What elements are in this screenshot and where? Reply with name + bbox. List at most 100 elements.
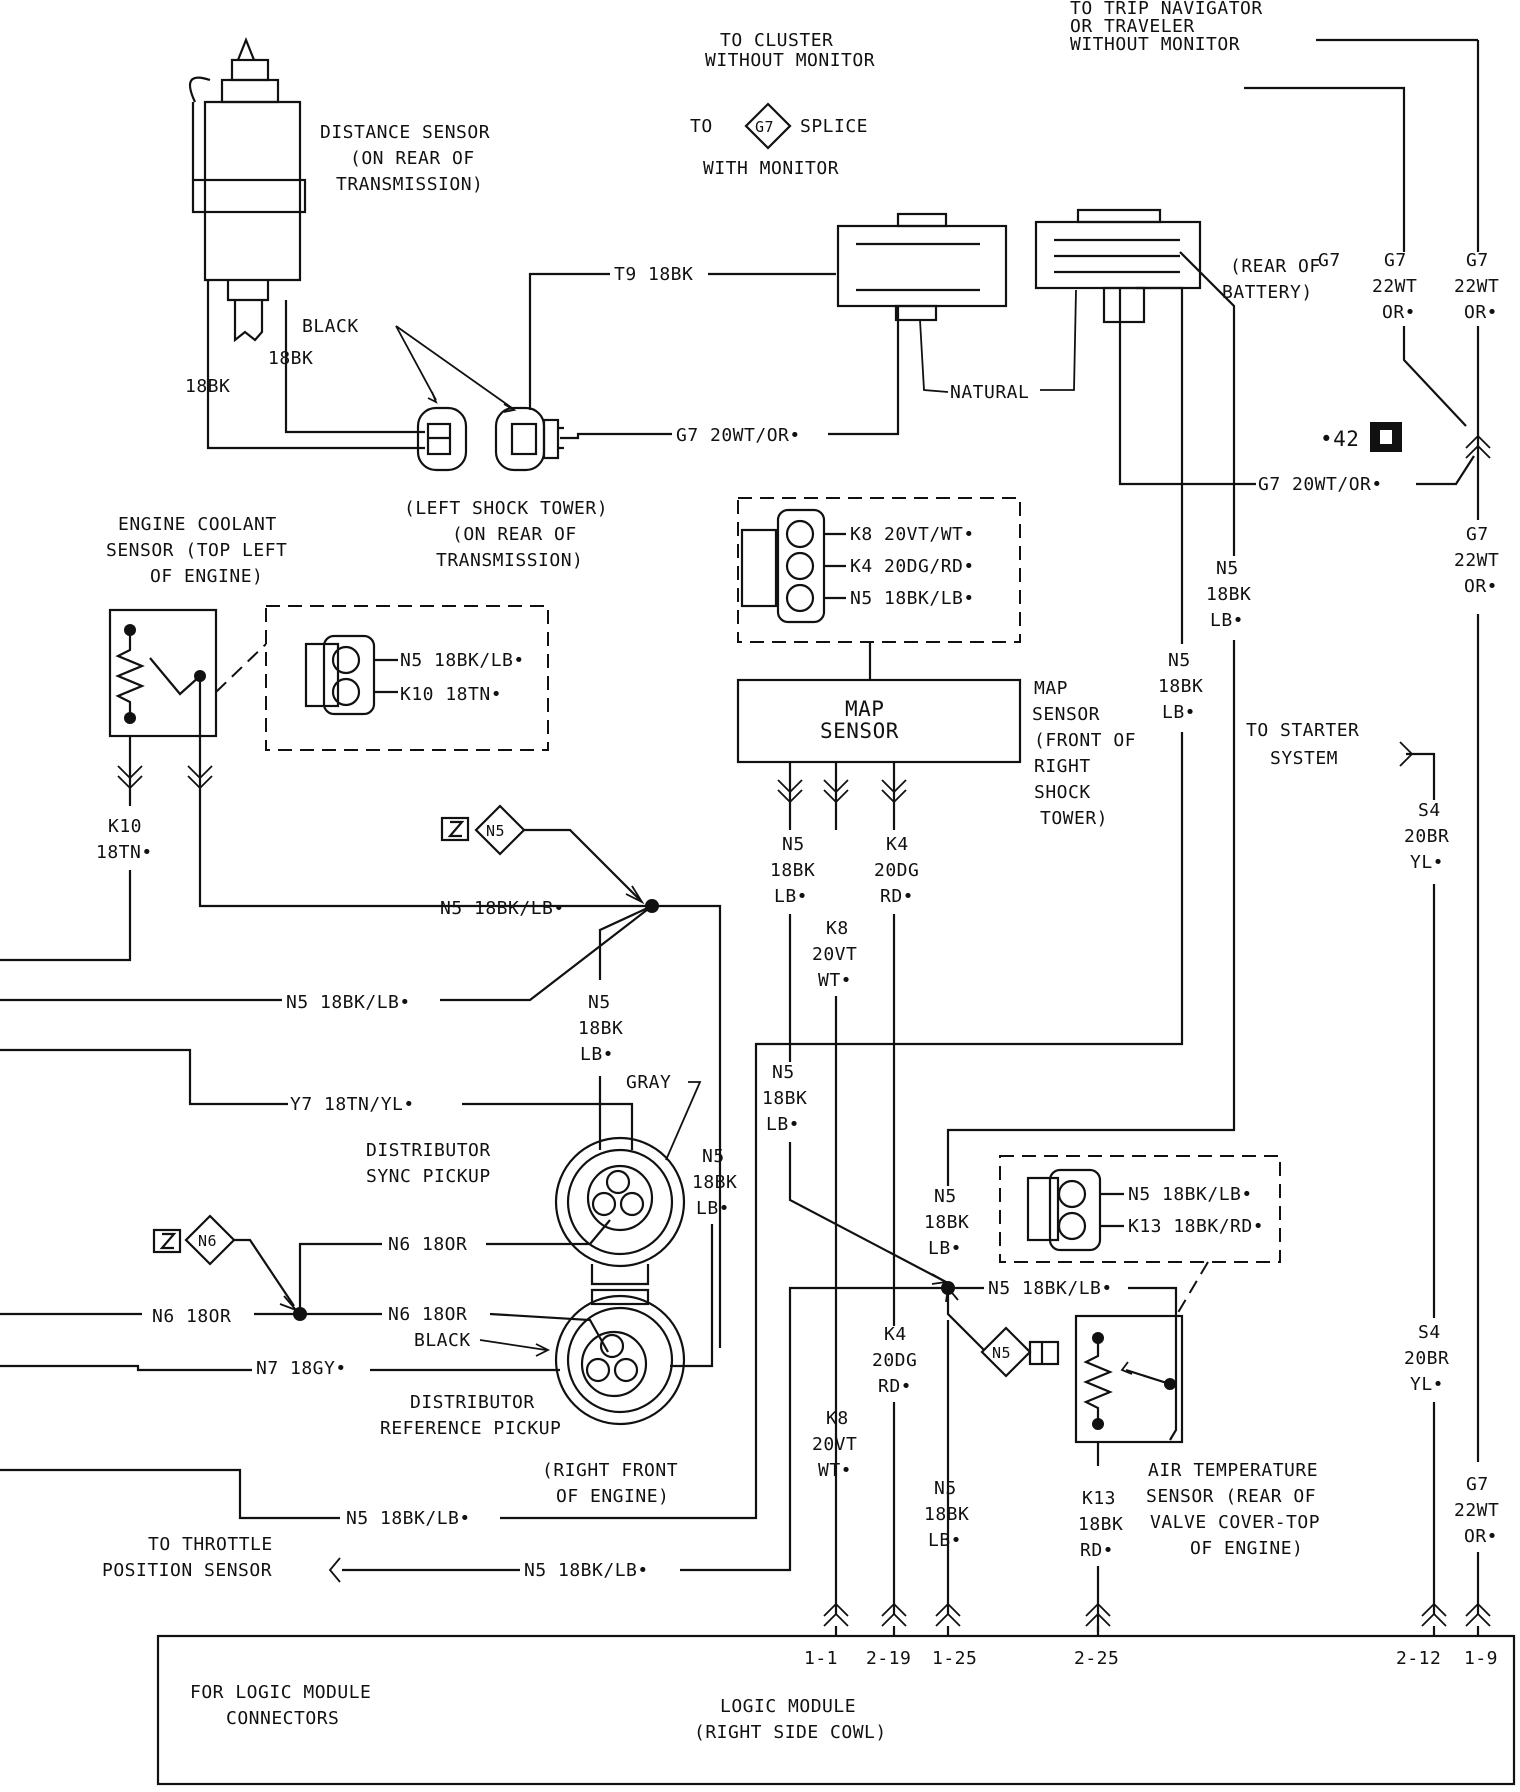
map-sensor-box [736, 678, 1022, 764]
engine-coolant-label: ENGINE COOLANT SENSOR (TOP LEFT OF ENGIN… [106, 514, 287, 587]
svg-text:18BK: 18BK [924, 1504, 969, 1525]
s4-label-b: S4 20BR YL• [1404, 1322, 1449, 1395]
svg-text:RD•: RD• [1080, 1540, 1114, 1561]
svg-text:RIGHT: RIGHT [1034, 756, 1091, 777]
coolant-sensor-box [108, 608, 218, 738]
label-n5-junction-h: N5 18BK/LB• [988, 1278, 1113, 1299]
svg-text:WT•: WT• [818, 970, 852, 991]
distributor-ref-pickup [554, 1288, 686, 1426]
svg-text:(ON REAR OF: (ON REAR OF [350, 148, 475, 169]
air-temp-sensor-box [1074, 1314, 1184, 1444]
svg-text:18BK: 18BK [1158, 676, 1203, 697]
svg-text:OF ENGINE): OF ENGINE) [556, 1486, 669, 1507]
label-n6-c: N6 18OR [388, 1304, 467, 1325]
svg-text:N5: N5 [934, 1186, 957, 1207]
n5-vert-map-label: N5 18BK LB• [770, 834, 815, 907]
label-n6-a: N6 18OR [388, 1234, 467, 1255]
svg-text:LB•: LB• [928, 1238, 962, 1259]
svg-text:DISTRIBUTOR: DISTRIBUTOR [410, 1392, 535, 1413]
svg-text:K13: K13 [1082, 1488, 1116, 1509]
n6-diamond [184, 1214, 236, 1266]
label-natural: NATURAL [950, 382, 1029, 403]
svg-text:18BK: 18BK [692, 1172, 737, 1193]
pin-1-1: 1-1 [804, 1648, 838, 1669]
air-pin-n5: N5 18BK/LB• [1128, 1184, 1253, 1205]
k10-label: K10 18TN• [96, 816, 152, 863]
n5-vert-dist-label: N5 18BK LB• [578, 992, 623, 1065]
svg-text:WT•: WT• [818, 1460, 852, 1481]
svg-text:LB•: LB• [766, 1114, 800, 1135]
svg-text:G7: G7 [1318, 250, 1341, 271]
map-connector [740, 508, 826, 624]
to-trip-navigator-label: TO TRIP NAVIGATOR OR TRAVELER WITHOUT MO… [1070, 0, 1263, 55]
natural-connector-8pin [1034, 208, 1202, 324]
svg-text:G7: G7 [1466, 250, 1489, 271]
svg-text:(LEFT SHOCK TOWER): (LEFT SHOCK TOWER) [404, 498, 608, 519]
k4-lower-label: K4 20DG RD• [872, 1324, 917, 1397]
coolant-connector-box [265, 605, 549, 751]
svg-text:TO TRIP NAVIGATOR: TO TRIP NAVIGATOR [1070, 0, 1263, 19]
coolant-pin-k10: K10 18TN• [400, 684, 502, 705]
label-black: BLACK [302, 316, 359, 337]
svg-text:OF ENGINE): OF ENGINE) [150, 566, 263, 587]
shock-tower-connector-right [494, 406, 564, 472]
shock-tower-connector-left [416, 406, 468, 472]
g7-22wt-column-a: G7 22WT OR• [1372, 250, 1417, 323]
pin-2-12: 2-12 [1396, 1648, 1441, 1669]
svg-text:18BK: 18BK [770, 860, 815, 881]
svg-text:N5: N5 [486, 822, 505, 840]
svg-text:OR•: OR• [1382, 302, 1416, 323]
k13-label: K13 18BK RD• [1078, 1488, 1123, 1561]
svg-text:K4: K4 [884, 1324, 907, 1345]
svg-text:TO THROTTLE: TO THROTTLE [148, 1534, 273, 1555]
wire-t9-a [528, 272, 610, 410]
svg-text:YL•: YL• [1410, 1374, 1444, 1395]
distributor-ref-label: DISTRIBUTOR REFERENCE PICKUP [380, 1392, 561, 1439]
map-pin-k4: K4 20DG/RD• [850, 556, 975, 577]
svg-text:G7: G7 [1384, 250, 1407, 271]
svg-text:K8: K8 [826, 918, 849, 939]
svg-text:18BK: 18BK [578, 1018, 623, 1039]
n6-ground-tab [152, 1228, 182, 1254]
distributor-sync-pickup [554, 1136, 686, 1286]
pin-2-25: 2-25 [1074, 1648, 1119, 1669]
label-n5-main-1: N5 18BK/LB• [440, 898, 565, 919]
svg-text:SENSOR (TOP LEFT: SENSOR (TOP LEFT [106, 540, 287, 561]
svg-text:(REAR OF: (REAR OF [1230, 256, 1321, 277]
n5-diamond [474, 804, 526, 856]
svg-text:RD•: RD• [880, 886, 914, 907]
svg-text:WITHOUT MONITOR: WITHOUT MONITOR [705, 50, 875, 71]
svg-text:OR•: OR• [1464, 302, 1498, 323]
air-connector [1026, 1168, 1102, 1252]
svg-text:OR•: OR• [1464, 576, 1498, 597]
svg-text:(ON REAR OF: (ON REAR OF [452, 524, 577, 545]
label-t9: T9 18BK [614, 264, 693, 285]
n5-ground-tab [440, 816, 470, 842]
n5-right-dist-label: N5 18BK LB• [692, 1146, 737, 1219]
g7-22wt-column-d: G7 22WT OR• [1454, 1474, 1499, 1547]
svg-text:20BR: 20BR [1404, 1348, 1449, 1369]
svg-text:SHOCK: SHOCK [1034, 782, 1091, 803]
svg-text:K8: K8 [826, 1408, 849, 1429]
s4-label-a: S4 20BR YL• [1404, 800, 1449, 873]
svg-text:LB•: LB• [1210, 610, 1244, 631]
wire-18bk-right [284, 300, 425, 434]
svg-text:18BK: 18BK [924, 1212, 969, 1233]
svg-text:SPLICE: SPLICE [800, 116, 868, 137]
svg-text:MAP: MAP [845, 697, 884, 721]
wire-g7-b [828, 306, 900, 436]
svg-text:S4: S4 [1418, 1322, 1441, 1343]
svg-text:LB•: LB• [580, 1044, 614, 1065]
wire-18bk-left [206, 280, 425, 450]
svg-text:20VT: 20VT [812, 944, 857, 965]
logic-module-box [156, 1634, 1516, 1786]
svg-text:N5: N5 [782, 834, 805, 855]
natural-connector-4pin [836, 212, 1008, 322]
svg-text:SENSOR: SENSOR [820, 719, 899, 743]
svg-text:LB•: LB• [774, 886, 808, 907]
svg-text:22WT: 22WT [1372, 276, 1417, 297]
svg-text:(RIGHT SIDE COWL): (RIGHT SIDE COWL) [694, 1722, 887, 1743]
distance-sensor-label: DISTANCE SENSOR (ON REAR OF TRANSMISSION… [320, 122, 490, 195]
rear-of-battery-label: (REAR OF BATTERY) [1222, 256, 1321, 303]
svg-text:FOR LOGIC MODULE: FOR LOGIC MODULE [190, 1682, 371, 1703]
